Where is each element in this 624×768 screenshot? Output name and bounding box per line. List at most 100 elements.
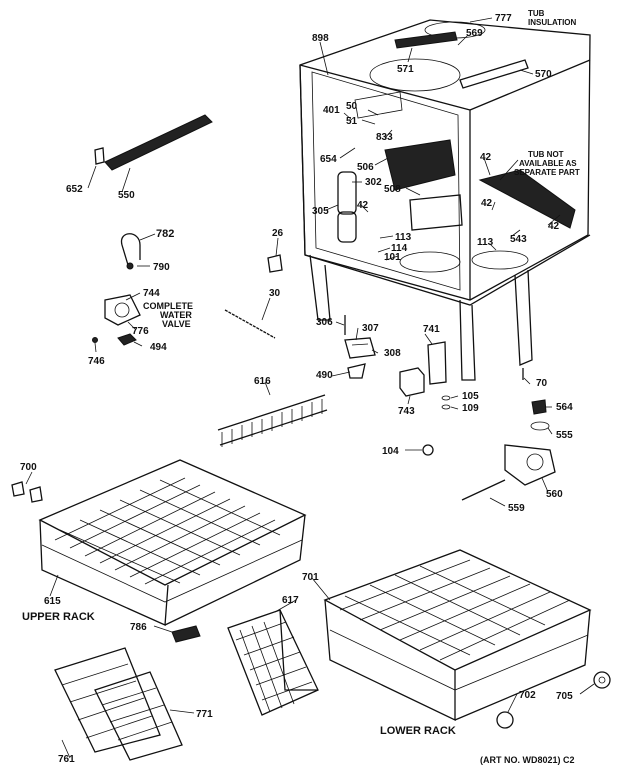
part-label-654: 654 bbox=[320, 154, 337, 165]
part-label-26: 26 bbox=[272, 228, 284, 239]
part-label-776: 776 bbox=[132, 326, 149, 337]
stop-700b bbox=[29, 486, 43, 503]
washer-105 bbox=[441, 395, 451, 401]
wheel-702 bbox=[496, 711, 514, 729]
upper-rack bbox=[38, 459, 307, 626]
part-label-786: 786 bbox=[130, 622, 147, 633]
part-label-506: 506 bbox=[357, 162, 374, 173]
tub-not-available-line2: AVAILABLE AS bbox=[519, 159, 577, 168]
part-label-559: 559 bbox=[508, 503, 525, 514]
part-label-555: 555 bbox=[556, 430, 573, 441]
part-label-652: 652 bbox=[66, 184, 83, 195]
part-label-494: 494 bbox=[150, 342, 167, 353]
washer-109 bbox=[441, 404, 451, 410]
part-label-30: 30 bbox=[269, 288, 281, 299]
bracket-494 bbox=[117, 333, 137, 346]
part-label-508: 508 bbox=[384, 184, 401, 195]
part-label-305: 305 bbox=[312, 206, 329, 217]
silverware-basket-771 bbox=[54, 647, 183, 761]
part-label-898: 898 bbox=[312, 33, 329, 44]
part-label-761: 761 bbox=[58, 754, 75, 765]
silverware-basket-617 bbox=[227, 609, 319, 716]
stop-700a bbox=[11, 481, 25, 497]
leader-lines bbox=[25, 17, 595, 759]
part-label-50: 50 bbox=[346, 101, 358, 112]
part-label-701: 701 bbox=[302, 572, 319, 583]
part-label-550: 550 bbox=[118, 190, 135, 201]
nut-104 bbox=[422, 444, 434, 456]
hose-782 bbox=[120, 233, 141, 266]
part-label-705: 705 bbox=[556, 691, 573, 702]
cube-743 bbox=[399, 367, 425, 397]
part-label-617: 617 bbox=[282, 595, 299, 606]
part-label-490: 490 bbox=[316, 370, 333, 381]
loose-parts bbox=[11, 114, 611, 729]
pump-560 bbox=[504, 444, 556, 486]
gasket-strip-550 bbox=[104, 114, 213, 171]
part-label-109: 109 bbox=[462, 403, 479, 414]
part-label-771: 771 bbox=[196, 709, 213, 720]
part-label-777: 777 bbox=[495, 13, 512, 24]
part-label-790: 790 bbox=[153, 262, 170, 273]
part-label-306: 306 bbox=[316, 317, 333, 328]
tub-insulation-line1: TUB bbox=[528, 9, 545, 18]
latch-307 bbox=[344, 337, 376, 359]
part-label-564: 564 bbox=[556, 402, 573, 413]
part-label-741: 741 bbox=[423, 324, 440, 335]
clip-652 bbox=[94, 147, 105, 165]
complete-water-valve-line3: VALVE bbox=[162, 319, 191, 329]
spring-30 bbox=[224, 309, 276, 339]
part-label-702: 702 bbox=[519, 690, 536, 701]
bracket-741 bbox=[427, 341, 447, 385]
part-label-782: 782 bbox=[156, 228, 174, 240]
screw-746 bbox=[92, 337, 98, 343]
part-label-104: 104 bbox=[382, 446, 399, 457]
part-label-114: 114 bbox=[391, 243, 408, 254]
part-label-105: 105 bbox=[462, 391, 479, 402]
part-490 bbox=[347, 363, 366, 379]
part-label-744: 744 bbox=[143, 288, 160, 299]
clip-786 bbox=[171, 625, 201, 643]
part-label-42a: 42 bbox=[480, 152, 492, 163]
part-label-113a: 113 bbox=[395, 232, 412, 243]
part-label-560: 560 bbox=[546, 489, 563, 500]
fitting-26 bbox=[267, 254, 283, 273]
part-label-570: 570 bbox=[535, 69, 552, 80]
complete-water-valve-line1: COMPLETE bbox=[143, 301, 193, 311]
part-label-42b: 42 bbox=[357, 200, 369, 211]
tub-not-available-line1: TUB NOT bbox=[528, 150, 564, 159]
part-label-615: 615 bbox=[44, 596, 61, 607]
upper-rack-label: UPPER RACK bbox=[22, 611, 95, 623]
part-564 bbox=[531, 399, 547, 415]
part-label-569: 569 bbox=[466, 28, 483, 39]
art-number-label: (ART NO. WD8021) C2 bbox=[480, 755, 575, 765]
part-label-543: 543 bbox=[510, 234, 527, 245]
water-valve-744 bbox=[104, 294, 141, 326]
part-label-42c: 42 bbox=[481, 198, 493, 209]
part-label-42d: 42 bbox=[548, 221, 560, 232]
part-label-616: 616 bbox=[254, 376, 271, 387]
lower-rack-label: LOWER RACK bbox=[380, 725, 456, 737]
part-label-70: 70 bbox=[536, 378, 548, 389]
hose-559 bbox=[461, 479, 506, 501]
part-label-307: 307 bbox=[362, 323, 379, 334]
tub-insulation-line2: INSULATION bbox=[528, 18, 577, 27]
part-label-308: 308 bbox=[384, 348, 401, 359]
part-label-571: 571 bbox=[397, 64, 414, 75]
tub-not-available-line3: SEPARATE PART bbox=[514, 168, 580, 177]
tine-row-616 bbox=[217, 394, 328, 447]
lower-rack bbox=[323, 549, 592, 722]
ring-555 bbox=[530, 421, 550, 431]
clamp-790 bbox=[126, 262, 134, 270]
part-label-302: 302 bbox=[365, 177, 382, 188]
wheel-705 bbox=[593, 671, 611, 689]
part-label-833: 833 bbox=[376, 132, 393, 143]
part-label-401: 401 bbox=[323, 105, 340, 116]
complete-water-valve-line2: WATER bbox=[160, 310, 192, 320]
part-label-700: 700 bbox=[20, 462, 37, 473]
part-label-113b: 113 bbox=[477, 237, 494, 248]
